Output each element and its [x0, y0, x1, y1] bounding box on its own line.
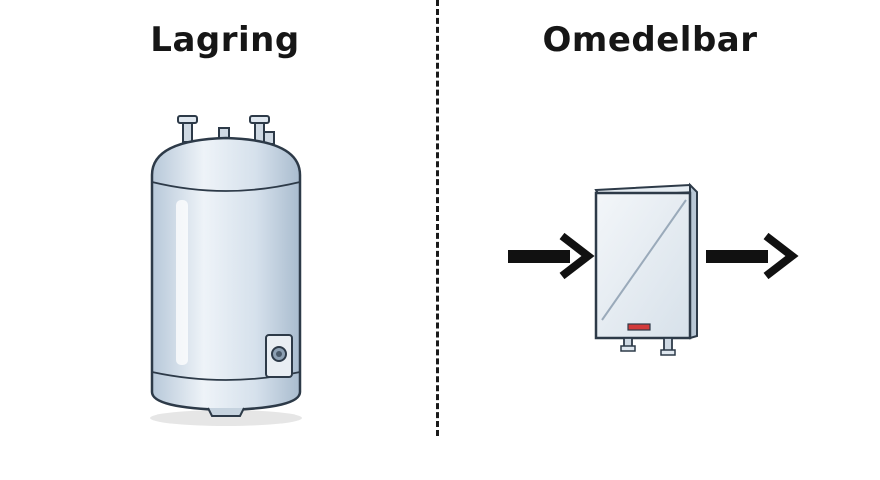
status-indicator-icon [627, 323, 651, 331]
instant-title: Omedelbar [542, 20, 758, 60]
tank-top-pipes [177, 115, 275, 145]
heater-bottom-pipes [620, 337, 676, 356]
storage-title: Lagring [150, 20, 300, 60]
tank-control-panel [265, 334, 293, 378]
dashed-divider [436, 0, 439, 436]
inlet-arrow-icon [508, 232, 595, 280]
storage-tank-icon [150, 115, 302, 426]
outlet-arrow-icon [706, 232, 799, 280]
tankless-heater-icon [594, 182, 699, 356]
